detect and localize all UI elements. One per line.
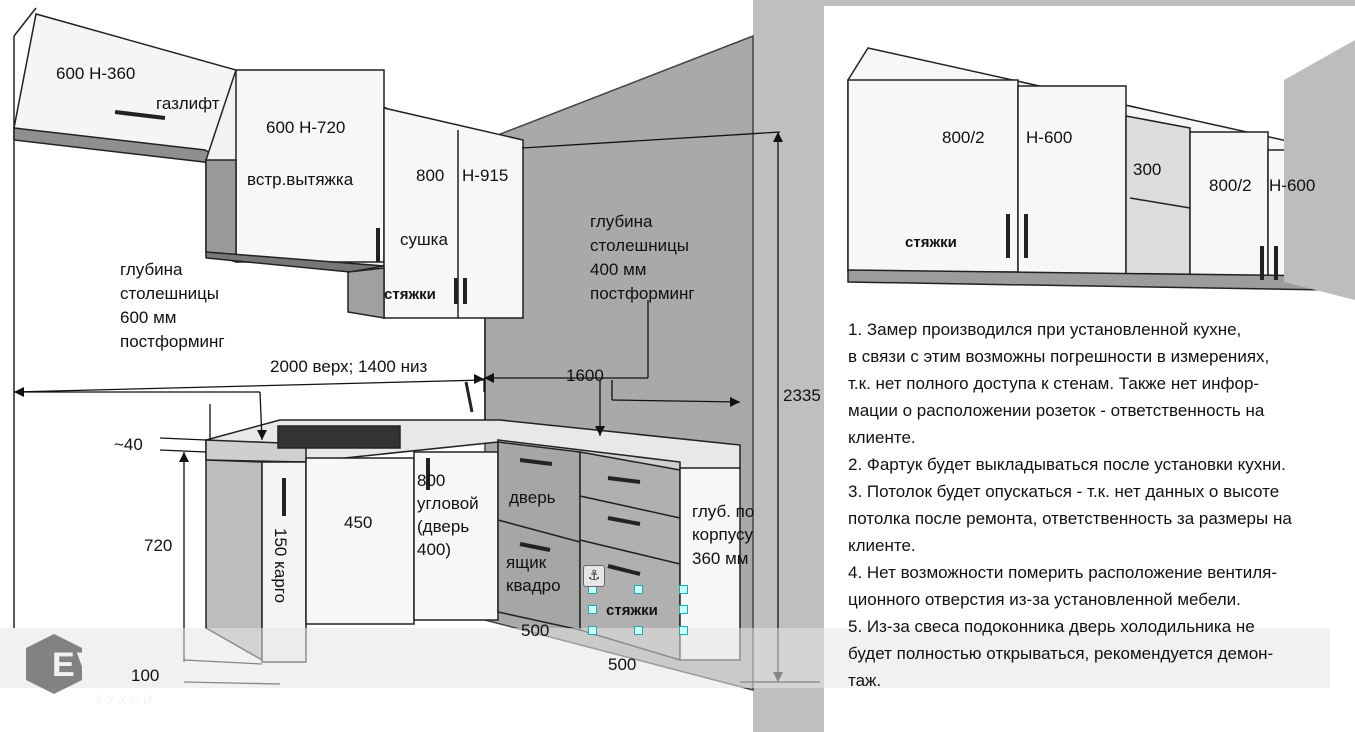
label-approx-40: ~40 bbox=[114, 435, 143, 454]
label-ties-1: стяжки bbox=[384, 286, 436, 303]
selection-handle[interactable] bbox=[634, 626, 643, 635]
label-720: 720 bbox=[144, 536, 173, 555]
label-inset-300: 300 bbox=[1133, 160, 1162, 179]
note-line: 5. Из-за свеса подоконника дверь холодил… bbox=[848, 617, 1255, 636]
note-line: 2. Фартук будет выкладываться после уста… bbox=[848, 455, 1286, 474]
label-width-2000: 2000 верх; 1400 низ bbox=[270, 357, 428, 376]
selection-handle[interactable] bbox=[588, 605, 597, 614]
note-line: в связи с этим возможны погрешности в из… bbox=[848, 347, 1270, 366]
note-line: мации о расположении розеток - ответстве… bbox=[848, 401, 1265, 420]
label-inset-800-2-b: 800/2 bbox=[1209, 176, 1252, 195]
label-drawer-quadro: ящик квадро bbox=[506, 553, 561, 595]
anchor-icon[interactable]: ⚓ bbox=[583, 565, 605, 587]
label-450: 450 bbox=[344, 513, 373, 532]
note-line: 3. Потолок будет опускаться - т.к. нет д… bbox=[848, 482, 1280, 501]
note-line: т.к. нет полного доступа к стенам. Также… bbox=[848, 374, 1260, 393]
label-width-1600: 1600 bbox=[566, 366, 604, 385]
label-door: дверь bbox=[509, 488, 556, 507]
note-line: клиенте. bbox=[848, 428, 916, 447]
label-depth-600: глубина столешницы 600 мм постформинг bbox=[120, 260, 225, 352]
label-upper-cab-2: 600 Н-720 bbox=[266, 118, 346, 137]
selection-handle[interactable] bbox=[634, 585, 643, 594]
label-gaslift: газлифт bbox=[156, 94, 220, 113]
note-line: 1. Замер производился при установленной … bbox=[848, 320, 1242, 339]
note-line: 4. Нет возможности померить расположение… bbox=[848, 563, 1277, 582]
selection-handle[interactable] bbox=[679, 605, 688, 614]
label-upper-cab-1: 600 Н-360 bbox=[56, 64, 136, 83]
selection-handle[interactable] bbox=[679, 626, 688, 635]
lower-cabinets bbox=[205, 381, 741, 663]
label-500-left: 500 bbox=[521, 621, 550, 640]
note-line: ционного отверстия из-за установленной м… bbox=[848, 590, 1241, 609]
label-500-right: 500 bbox=[608, 655, 637, 674]
label-cargo-150: 150 карго bbox=[271, 528, 290, 604]
label-inset-800-2-a: 800/2 bbox=[942, 128, 985, 147]
note-line: будет полностью открываться, рекомендует… bbox=[848, 644, 1274, 663]
label-inset-h600-a: Н-600 bbox=[1026, 128, 1073, 147]
label-body-depth: глуб. по корпусу 360 мм bbox=[692, 502, 755, 568]
label-depth-400: глубина столешницы 400 мм постформинг bbox=[590, 212, 695, 304]
note-line: клиенте. bbox=[848, 536, 916, 555]
label-800: 800 bbox=[416, 166, 445, 185]
label-inset-ties: стяжки bbox=[905, 234, 957, 251]
label-inset-h600-b: Н-600 bbox=[1269, 176, 1316, 195]
inset-cabinets bbox=[847, 40, 1355, 300]
label-hood: встр.вытяжка bbox=[247, 170, 354, 189]
logo-text: EVO bbox=[52, 646, 130, 684]
selection-handle[interactable] bbox=[679, 585, 688, 594]
selection-handle[interactable] bbox=[588, 626, 597, 635]
label-height-2335: 2335 bbox=[783, 386, 821, 405]
label-dryer: сушка bbox=[400, 230, 448, 249]
evo-logo: EVO КУХНИ bbox=[26, 634, 156, 707]
logo-subtext: КУХНИ bbox=[96, 693, 156, 707]
note-line: таж. bbox=[848, 671, 882, 690]
notes-list: 1. Замер производился при установленной … bbox=[848, 316, 1348, 694]
upper-cabinets bbox=[13, 13, 524, 319]
brand-url: evokuhni.ru bbox=[1208, 670, 1296, 689]
note-line: потолка после ремонта, ответственность з… bbox=[848, 509, 1292, 528]
dimension-lines bbox=[13, 131, 820, 685]
label-h915: Н-915 bbox=[462, 166, 509, 185]
watermark-band bbox=[0, 628, 1330, 688]
label-100: 100 bbox=[131, 666, 160, 685]
label-ties-2: стяжки bbox=[606, 602, 658, 619]
label-corner-800: 800 угловой (дверь 400) bbox=[417, 471, 479, 559]
